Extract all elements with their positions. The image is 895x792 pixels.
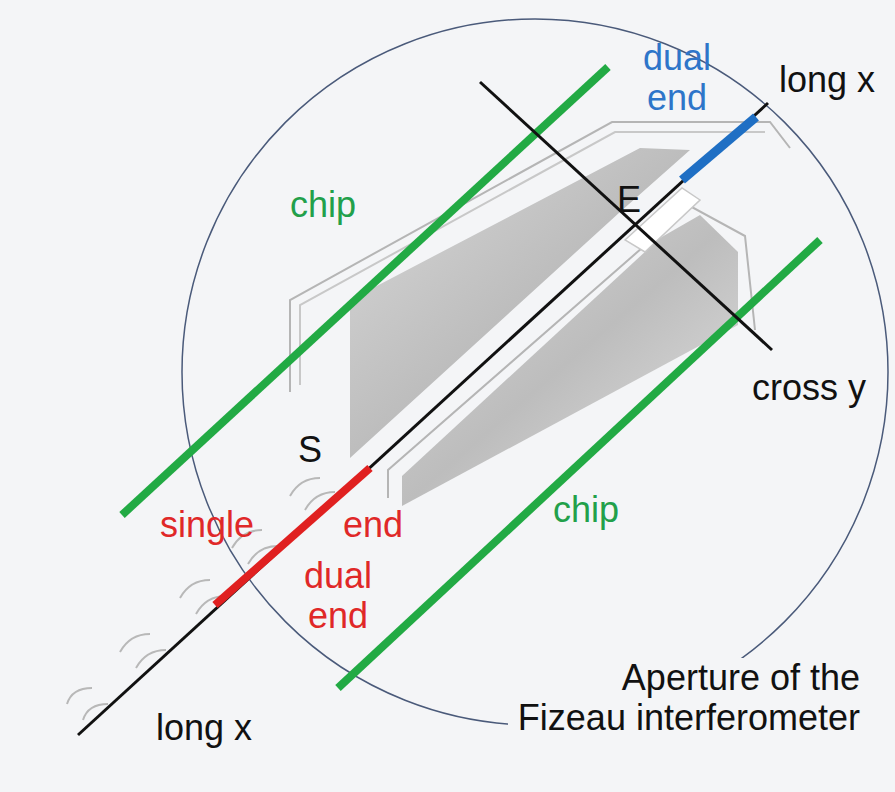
segment-label: end [343,505,403,545]
spring-outline [67,478,335,720]
axis-label: long x [156,708,252,748]
segment-label: dual end [637,38,717,117]
axis-label: long x [779,60,875,100]
chip-label: chip [553,490,619,530]
chip-label: chip [290,185,356,225]
caption-note: Aperture of the Fizeau interferometer [508,658,860,737]
chip-edge [338,240,820,688]
long-axis [78,103,768,735]
cross-axis [480,82,772,350]
segment-label: dual end [298,556,378,635]
aperture-circle [182,19,888,725]
segment-label: single [160,505,254,545]
point-label: E [617,180,641,220]
point-label: S [298,430,322,470]
measured-segment [682,117,756,180]
axis-label: cross y [752,368,866,408]
